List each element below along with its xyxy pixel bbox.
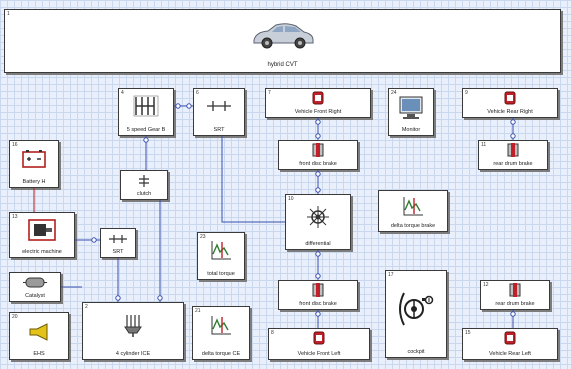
catalyst-icon: [23, 277, 47, 288]
block-label: rear drum brake: [493, 161, 533, 167]
block-number: 13: [12, 214, 18, 220]
block-label: rear drum brake: [495, 301, 535, 307]
monitor-icon: [399, 96, 423, 119]
block-number: 17: [388, 272, 394, 278]
srt-top-block[interactable]: 6 SRT: [193, 88, 245, 136]
block-label: Vehicle Rear Right: [487, 109, 533, 115]
srt-mid-block[interactable]: SRT: [100, 228, 136, 258]
block-number: 2: [85, 304, 88, 310]
shaft-icon: [207, 101, 231, 111]
scope-icon: [211, 241, 231, 260]
vehicle-front-left-block[interactable]: 8 Vehicle Front Left: [268, 328, 370, 360]
block-label: SRT: [213, 127, 225, 133]
block-number: 8: [271, 330, 274, 336]
block-number: 16: [12, 142, 18, 148]
brake-icon: [509, 283, 521, 297]
clutch-icon: [139, 175, 149, 187]
scope-icon: [211, 316, 231, 335]
rear-drum-brake-bottom-block[interactable]: 12 rear drum brake: [480, 280, 550, 310]
block-label: Vehicle Front Right: [294, 109, 342, 115]
block-label: Monitor: [401, 127, 421, 133]
block-label: clutch: [136, 191, 152, 197]
wheel-icon: [504, 331, 516, 345]
front-disc-brake-bottom-block[interactable]: front disc brake: [278, 280, 358, 310]
wheel-icon: [504, 91, 516, 105]
block-label: Vehicle Rear Left: [489, 351, 531, 357]
shaft-icon: [109, 235, 127, 243]
block-number: 24: [391, 90, 397, 96]
clutch-block[interactable]: clutch: [120, 170, 168, 200]
monitor-block[interactable]: 24 Monitor: [388, 88, 434, 136]
vehicle-rear-right-block[interactable]: 9 Vehicle Rear Right: [462, 88, 558, 118]
battery-block[interactable]: 16 Battery H: [9, 140, 59, 188]
block-label: total torque: [207, 271, 235, 277]
block-label: 4 cylinder ICE: [115, 351, 151, 357]
block-label: Battery H: [22, 179, 46, 185]
wheel-icon: [312, 91, 324, 105]
motor-icon: [28, 219, 56, 241]
electric-machine-block[interactable]: 13 electric machine: [9, 212, 75, 258]
rear-drum-brake-top-block[interactable]: 11 rear drum brake: [478, 140, 548, 170]
block-label: delta torque CE: [201, 351, 241, 357]
brake-icon: [312, 143, 324, 157]
total-torque-block[interactable]: 23 total torque: [197, 232, 245, 280]
block-number: 21: [195, 308, 201, 314]
block-number: 15: [465, 330, 471, 336]
differential-icon: [307, 206, 329, 228]
model-title-block[interactable]: 1 hybrid CVT: [4, 9, 561, 73]
wheel-icon: [313, 331, 325, 345]
block-label: Catalyst: [25, 293, 45, 299]
block-number: 10: [288, 196, 294, 202]
steering-wheel-icon: [399, 292, 434, 326]
ehs-block[interactable]: 20 EHS: [9, 312, 69, 360]
delta-torque-brake-block[interactable]: delta torque brake: [378, 190, 448, 232]
front-disc-brake-top-block[interactable]: front disc brake: [278, 140, 358, 170]
block-number: 20: [12, 314, 18, 320]
block-label: cockpit: [407, 349, 425, 355]
engine-icon: [124, 315, 142, 337]
model-title: hybrid CVT: [267, 62, 298, 68]
vehicle-rear-left-block[interactable]: 15 Vehicle Rear Left: [462, 328, 558, 360]
gearbox-icon: [133, 95, 159, 117]
block-number: 23: [200, 234, 206, 240]
battery-icon: [22, 150, 46, 168]
vehicle-front-right-block[interactable]: 7 Vehicle Front Right: [265, 88, 371, 118]
ice-engine-block[interactable]: 2 4 cylinder ICE: [82, 302, 184, 360]
block-label: delta torque brake: [390, 223, 436, 229]
block-label: EHS: [33, 351, 45, 357]
cockpit-block[interactable]: 17 cockpit: [385, 270, 447, 358]
horn-icon: [29, 323, 48, 341]
car-icon: [253, 23, 313, 49]
block-number: 6: [196, 90, 199, 96]
catalyst-block[interactable]: Catalyst: [9, 272, 61, 302]
block-label: electric machine: [22, 249, 62, 255]
brake-icon: [507, 143, 519, 157]
block-label: front disc brake: [299, 301, 337, 307]
block-label: SRT: [112, 249, 124, 255]
block-number: 11: [481, 142, 487, 148]
block-label: differential: [305, 241, 331, 247]
block-number: 1: [7, 11, 10, 17]
speed-gear-block[interactable]: 4 5 speed Gear B: [118, 88, 174, 136]
block-number: 4: [121, 90, 124, 96]
block-label: 5 speed Gear B: [126, 127, 166, 133]
block-label: Vehicle Front Left: [297, 351, 341, 357]
block-number: 7: [268, 90, 271, 96]
differential-block[interactable]: 10 differential: [285, 194, 351, 250]
block-number: 9: [465, 90, 468, 96]
delta-torque-ce-block[interactable]: 21 delta torque CE: [192, 306, 250, 360]
block-number: 12: [483, 282, 489, 288]
scope-icon: [403, 197, 423, 216]
brake-icon: [312, 283, 324, 297]
block-label: front disc brake: [299, 161, 337, 167]
